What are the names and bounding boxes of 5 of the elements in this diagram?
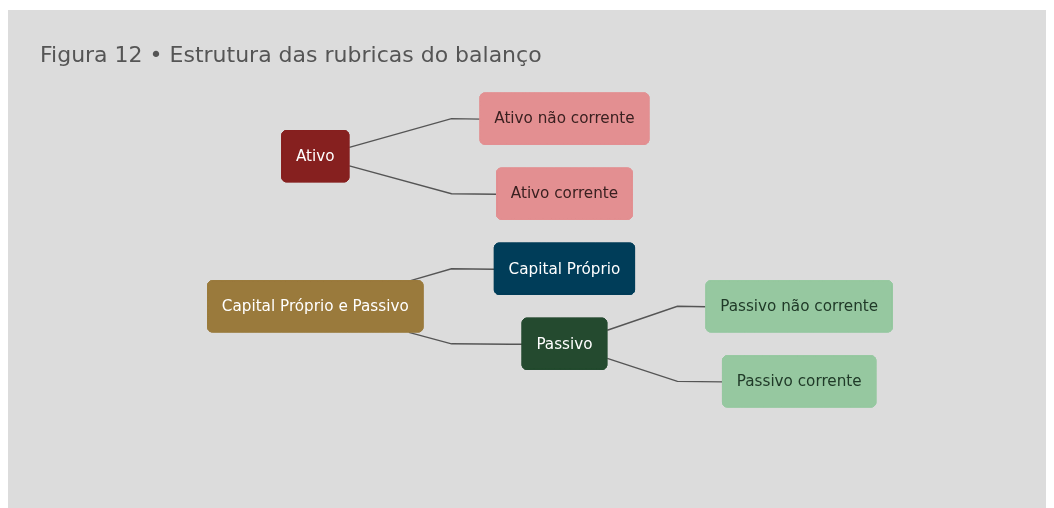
connector — [348, 165, 498, 195]
connector — [408, 331, 524, 346]
connector — [348, 117, 482, 149]
connector — [606, 357, 724, 383]
figure-title: Figura 12 • Estrutura das rubricas do balanço — [40, 42, 542, 67]
